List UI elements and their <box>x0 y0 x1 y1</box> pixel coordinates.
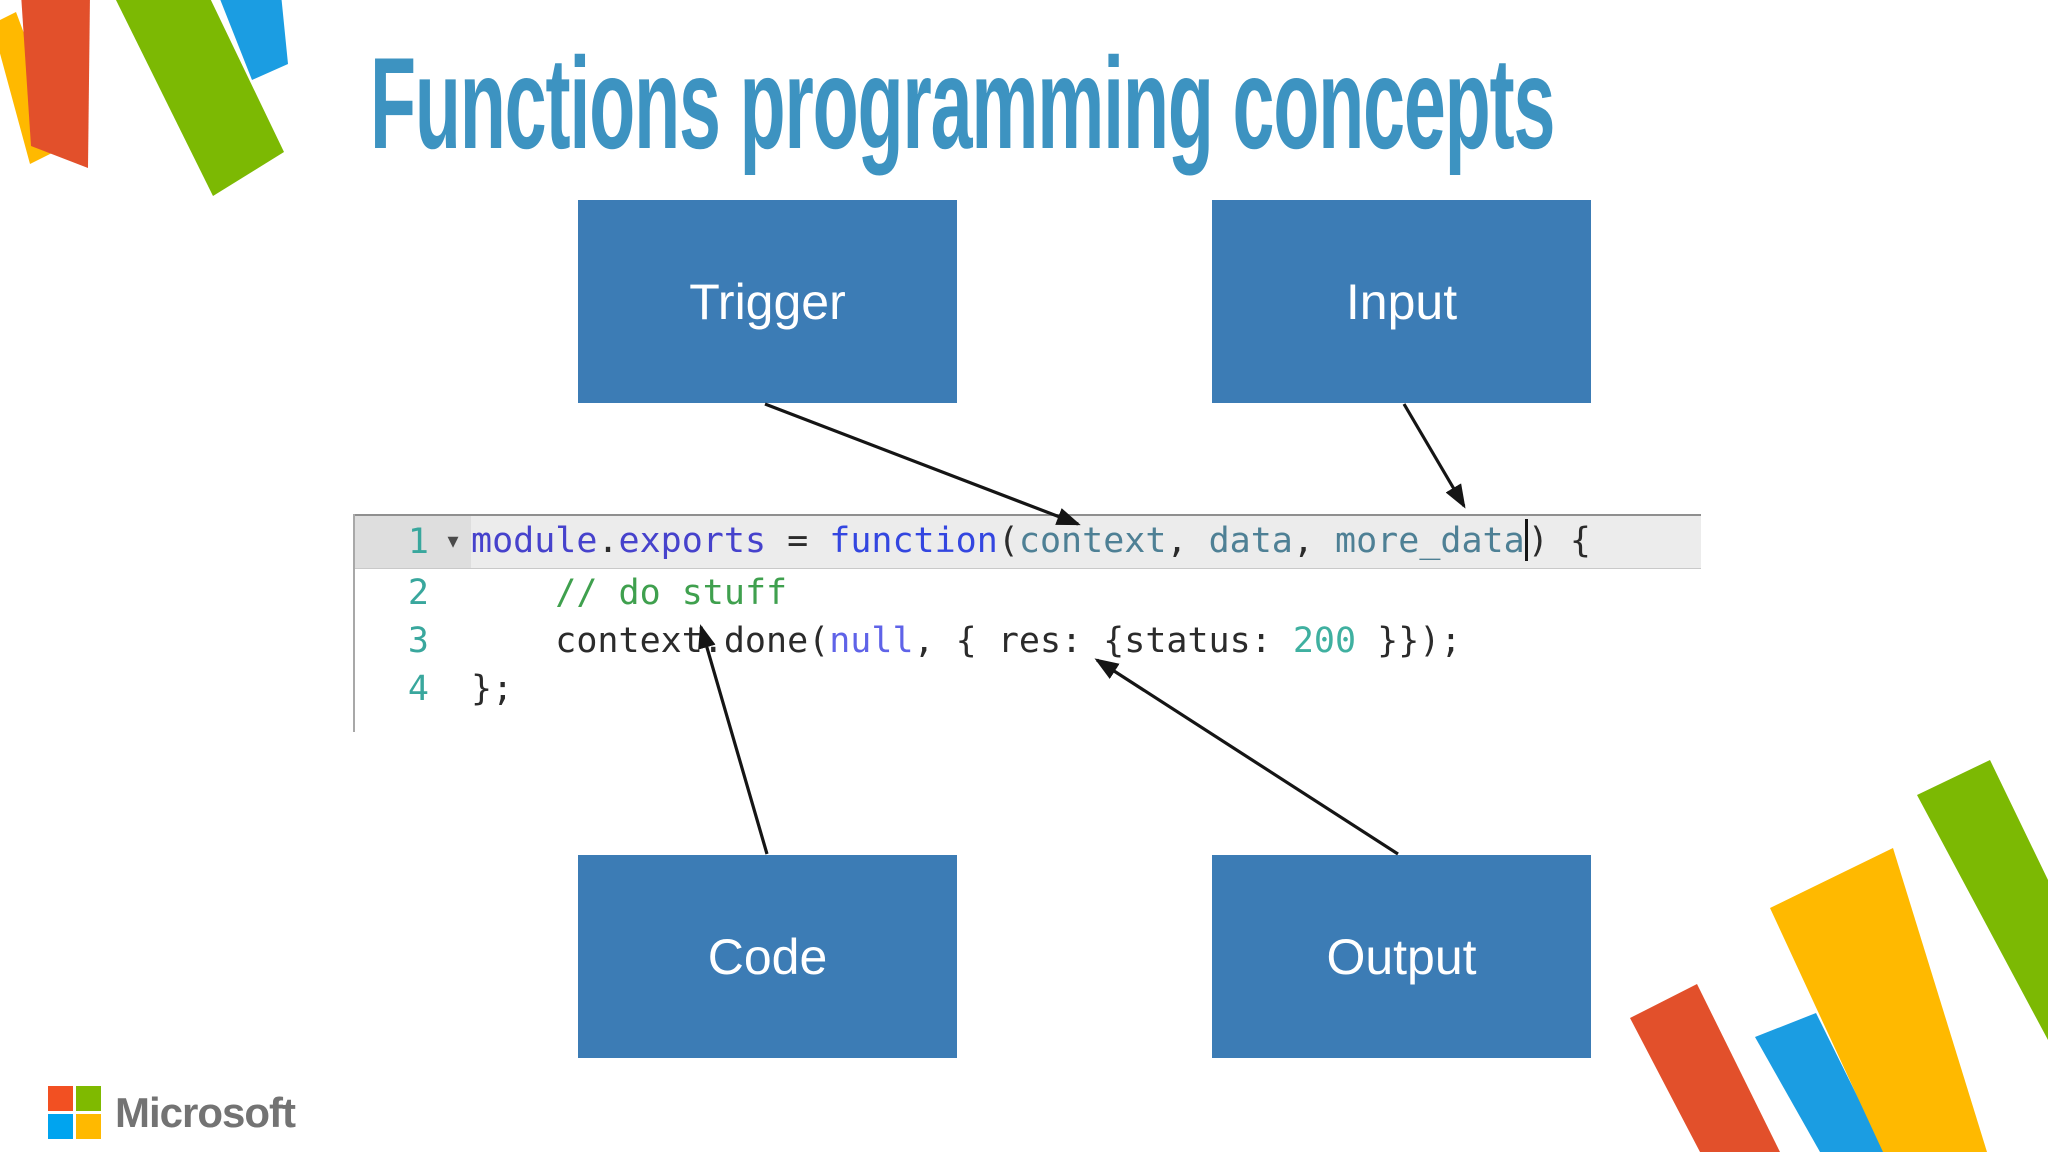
code-token: context <box>1018 521 1167 561</box>
input-box: Input <box>1212 200 1591 403</box>
deco-bar-blue <box>220 0 288 80</box>
ms-square-red <box>48 1086 73 1111</box>
editor-line: 4}; <box>355 665 1701 713</box>
code-token <box>471 573 555 613</box>
code-token: module <box>471 521 598 561</box>
code-box: Code <box>578 855 957 1058</box>
editor-lines: 1 ▾ module.exports = function(context, dat… <box>355 514 1701 713</box>
page-title: Functions programming concepts <box>370 30 1555 176</box>
code-token: = <box>766 521 830 561</box>
ms-square-blue <box>48 1114 73 1139</box>
code-token: exports <box>618 521 767 561</box>
code-box-label: Code <box>707 928 828 985</box>
trigger-box: Trigger <box>578 200 957 403</box>
decoration-bottom-right <box>1630 760 2048 1152</box>
code-token: }}); <box>1356 620 1462 661</box>
code-token: }; <box>471 668 514 709</box>
trigger-box-label: Trigger <box>689 273 846 330</box>
editor-line: 3 context.done(null, { res: {status: 200… <box>355 617 1701 665</box>
code-token: context.done( <box>471 620 830 661</box>
code-token: . <box>597 521 619 561</box>
editor-line: 1 ▾ module.exports = function(context, dat… <box>355 514 1701 569</box>
code-token: null <box>829 620 914 661</box>
line-number: 1 <box>407 521 429 562</box>
code-text: module.exports = function(context, data,… <box>471 519 1591 563</box>
input-box-label: Input <box>1345 273 1458 330</box>
code-token: ) { <box>1527 521 1591 561</box>
deco-bar-red <box>1630 984 1780 1152</box>
deco-bar-green <box>115 0 284 196</box>
fold-arrow-icon: ▾ <box>447 529 459 554</box>
code-token: , { res: {status: <box>913 620 1293 661</box>
code-text: }; <box>471 668 514 709</box>
code-token: 200 <box>1292 620 1357 661</box>
code-token: , <box>1292 521 1336 561</box>
code-text: // do stuff <box>471 572 788 613</box>
arrow-trigger-to-data <box>764 402 1081 526</box>
code-token: data <box>1208 521 1293 561</box>
microsoft-logo: Microsoft <box>48 1086 296 1139</box>
decoration-top-left <box>0 0 288 196</box>
ms-square-yellow <box>76 1114 101 1139</box>
deco-bar-red <box>21 0 90 168</box>
microsoft-wordmark: Microsoft <box>115 1088 296 1136</box>
code-text: context.done(null, { res: {status: 200 }… <box>471 620 1462 661</box>
arrow-input-to-more-data <box>1402 403 1466 509</box>
code-token: ( <box>997 521 1019 561</box>
line-number: 3 <box>407 620 429 661</box>
code-token: , <box>1166 521 1209 561</box>
deco-bar-blue <box>1755 1013 1885 1152</box>
code-token: more_data <box>1335 521 1525 561</box>
output-box: Output <box>1212 855 1591 1058</box>
editor-line: 2 // do stuff <box>355 569 1701 617</box>
output-box-label: Output <box>1326 928 1477 985</box>
code-token: // do stuff <box>555 572 788 613</box>
ms-square-green <box>76 1086 101 1111</box>
deco-bar-yellow <box>0 12 66 164</box>
line-number: 2 <box>407 572 429 613</box>
line-number: 4 <box>407 668 429 709</box>
deco-bar-green <box>1917 760 2048 1040</box>
microsoft-squares-icon <box>48 1086 101 1139</box>
deco-bar-yellow <box>1770 848 1987 1152</box>
code-token: function <box>829 521 998 561</box>
text-cursor <box>1524 519 1528 561</box>
code-editor: 1 ▾ module.exports = function(context, dat… <box>353 514 1701 732</box>
